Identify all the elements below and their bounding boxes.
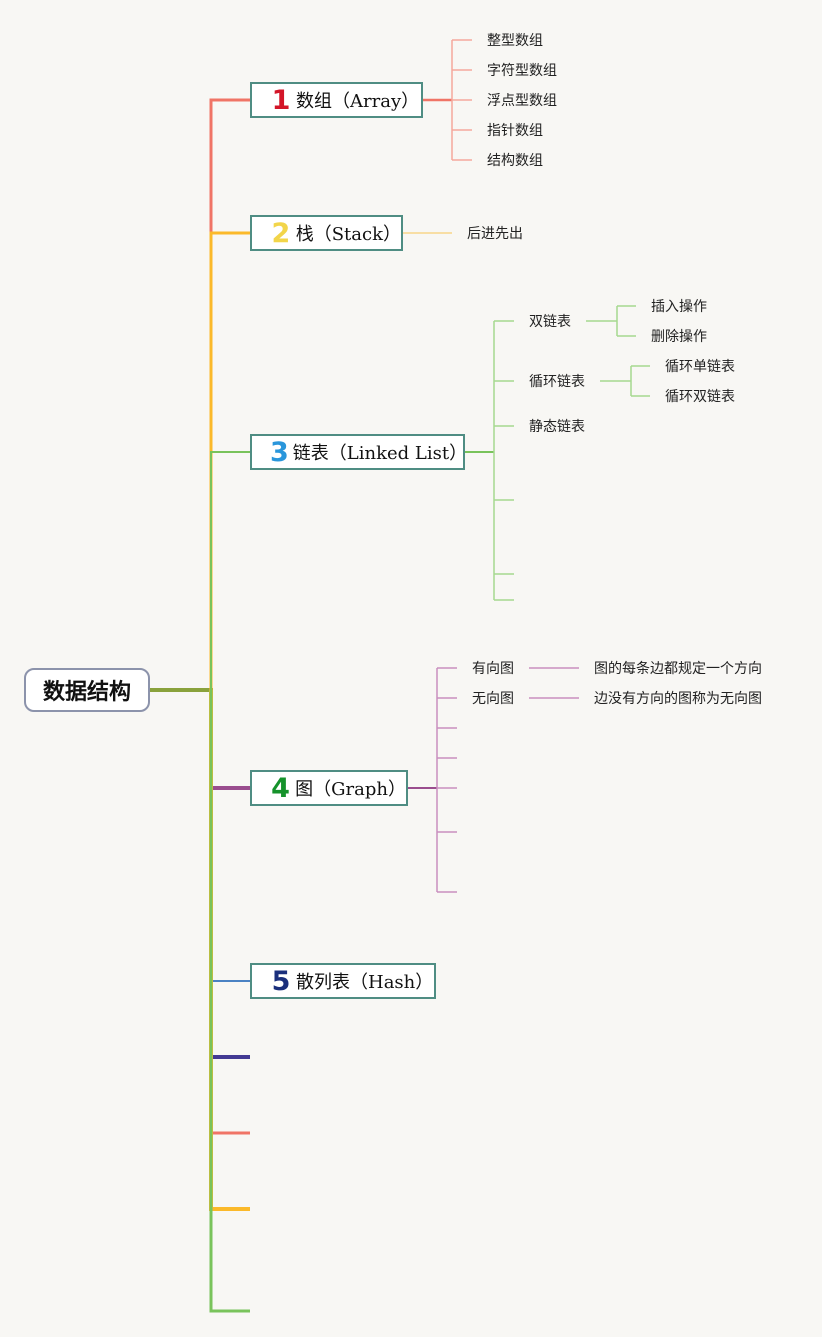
circular-list-child[interactable]: 循环单链表 (665, 359, 735, 375)
array-child[interactable]: 整型数组 (487, 33, 543, 49)
number-two-icon: 2 (271, 217, 291, 249)
linked-list-child-double[interactable]: 双链表 (529, 314, 571, 330)
double-list-child[interactable]: 删除操作 (651, 329, 707, 345)
root-node[interactable]: 数据结构 (24, 668, 150, 712)
number-three-icon: 3 (270, 436, 289, 468)
topic-hash[interactable]: 5 散列表（Hash） (250, 963, 436, 999)
linked-list-child-circular[interactable]: 循环链表 (529, 374, 585, 390)
number-one-icon: 1 (271, 84, 291, 116)
stack-child[interactable]: 后进先出 (467, 226, 523, 242)
number-five-icon: 5 (271, 965, 291, 997)
topic-stack[interactable]: 2 栈（Stack） (250, 215, 403, 251)
linked-list-child-static[interactable]: 静态链表 (529, 419, 585, 435)
topic-hash-label: 散列表（Hash） (296, 972, 434, 993)
array-child[interactable]: 浮点型数组 (487, 93, 557, 109)
topic-graph[interactable]: 4 图（Graph） (250, 770, 408, 806)
graph-directed-note[interactable]: 图的每条边都规定一个方向 (594, 661, 762, 677)
topic-linked-list[interactable]: 3 链表（Linked List） (250, 434, 468, 470)
double-list-child[interactable]: 插入操作 (651, 299, 707, 315)
graph-branch-lines (407, 667, 579, 893)
graph-undirected-note[interactable]: 边没有方向的图称为无向图 (594, 691, 762, 707)
array-branch-lines (422, 39, 472, 161)
number-four-icon: 4 (271, 772, 290, 804)
topic-stack-label: 栈（Stack） (295, 224, 401, 245)
array-child[interactable]: 结构数组 (487, 153, 543, 169)
topic-graph-label: 图（Graph） (295, 779, 406, 800)
topic-array[interactable]: 1 数组（Array） (250, 82, 423, 118)
topic-array-label: 数组（Array） (296, 91, 420, 112)
trunk-lines (150, 98, 250, 1313)
array-child[interactable]: 指针数组 (487, 123, 543, 139)
topic-linked-list-label: 链表（Linked List） (292, 443, 468, 464)
graph-child-directed[interactable]: 有向图 (472, 661, 514, 677)
circular-list-child[interactable]: 循环双链表 (665, 389, 735, 405)
graph-child-undirected[interactable]: 无向图 (472, 691, 514, 707)
root-label: 数据结构 (42, 680, 131, 705)
array-child[interactable]: 字符型数组 (487, 63, 557, 79)
linked-list-branch-lines (464, 305, 650, 601)
